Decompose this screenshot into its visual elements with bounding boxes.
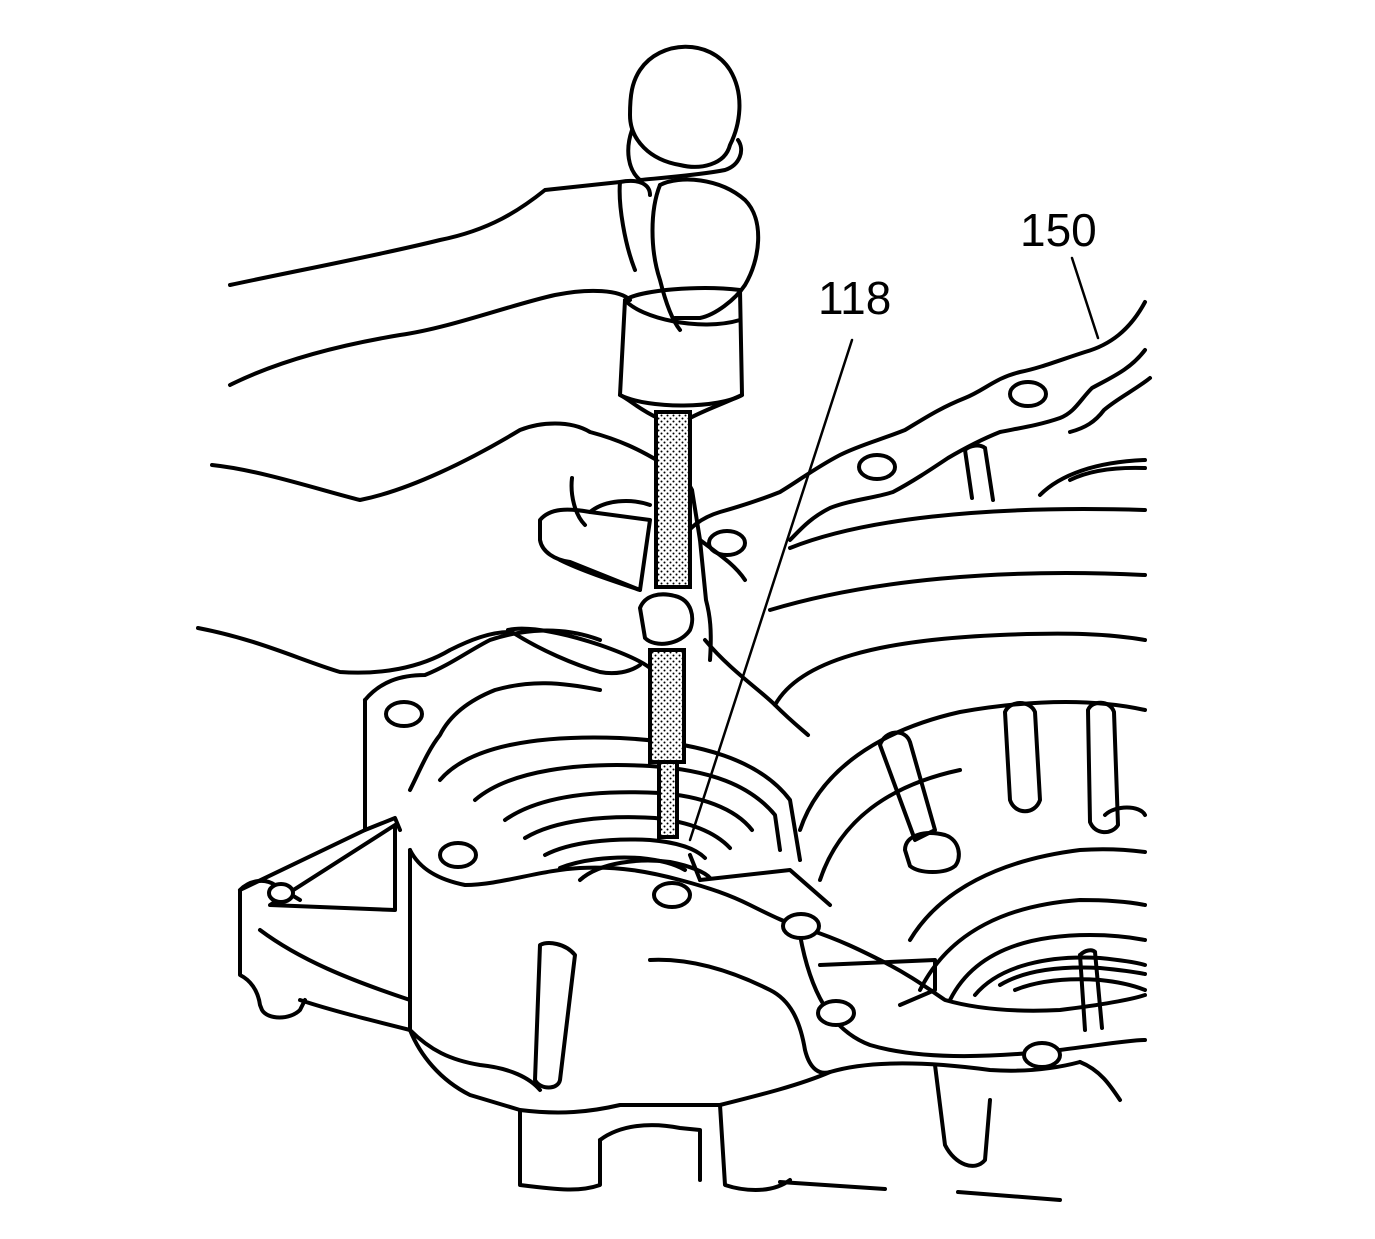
bolt-hole [438, 841, 478, 869]
transmission-case [238, 300, 1152, 1192]
callout-150-label: 150 [1020, 204, 1097, 256]
bolt-hole [707, 529, 747, 557]
punch-tip [657, 760, 679, 839]
bolt-hole [816, 999, 856, 1027]
bolt-hole [781, 912, 821, 940]
punch-knurled-grip [654, 410, 692, 589]
callout-150-leader [1070, 256, 1100, 340]
bolt-hole [857, 453, 897, 481]
callout-118: 118 [688, 272, 891, 842]
hammer-head-top [628, 44, 742, 169]
bolt-holes [267, 380, 1062, 1069]
bolt-hole [1008, 380, 1048, 408]
callout-118-leader [688, 338, 854, 842]
bolt-hole [652, 881, 692, 909]
callout-150: 150 [1020, 204, 1100, 340]
punch-hand [196, 421, 747, 676]
thumb [638, 592, 695, 646]
hammer-hand [228, 178, 652, 387]
hammer [618, 44, 761, 420]
seal-part [578, 853, 832, 907]
bolt-hole [384, 700, 424, 728]
bolt-hole [267, 882, 295, 904]
break-marks [778, 1180, 1062, 1202]
bolt-hole [1022, 1041, 1062, 1069]
callout-118-label: 118 [818, 272, 891, 324]
punch-tool [648, 410, 692, 839]
punch-lower-grip [648, 648, 686, 764]
